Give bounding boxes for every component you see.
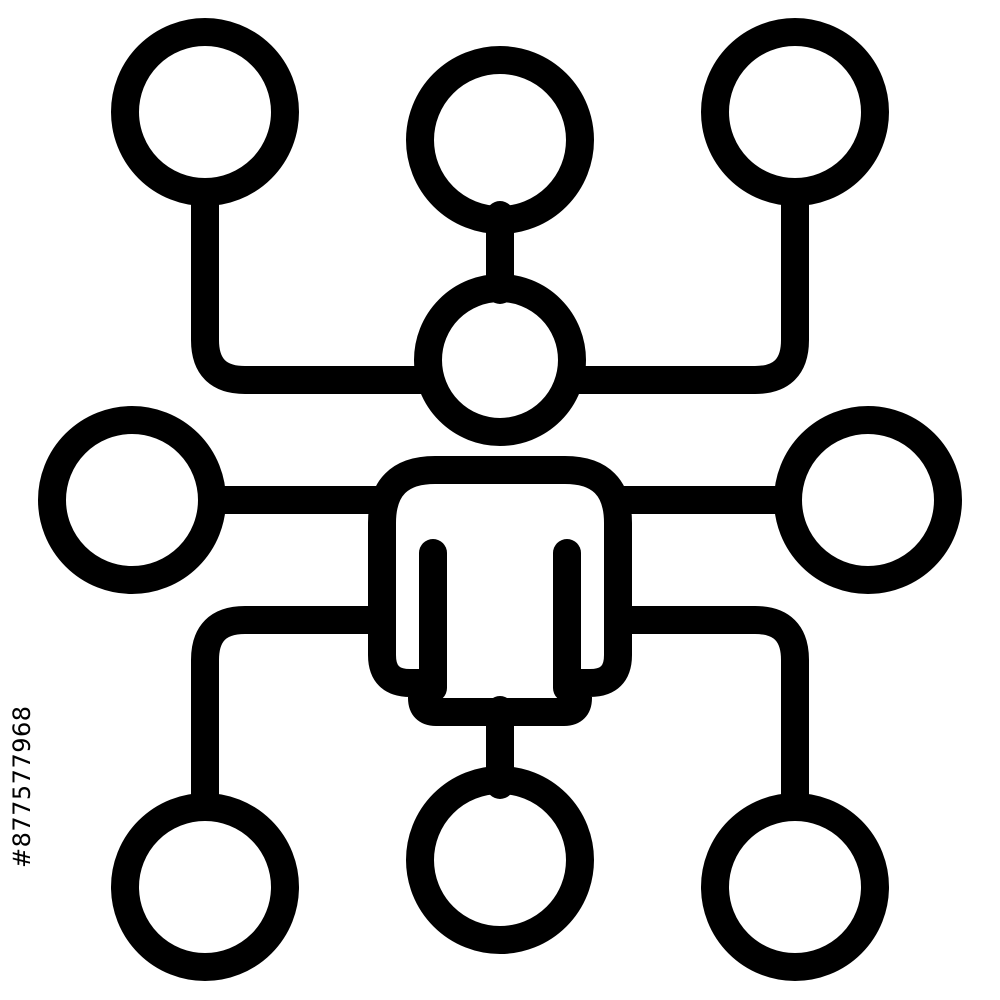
node-circle-top-center bbox=[406, 46, 594, 234]
node-circle-top-right bbox=[701, 18, 889, 206]
connector-top-right bbox=[561, 186, 809, 394]
user-body bbox=[368, 456, 632, 726]
connector-bottom-right bbox=[616, 606, 809, 814]
connector-top-left bbox=[191, 186, 439, 394]
user-head bbox=[414, 274, 586, 446]
node-circle-top-left bbox=[111, 18, 299, 206]
watermark-id-text: #877577968 bbox=[8, 705, 36, 868]
node-circle-bottom-right bbox=[701, 793, 889, 981]
node-circle-bottom-left bbox=[111, 793, 299, 981]
node-circle-mid-left bbox=[38, 406, 226, 594]
node-circle-bottom-center bbox=[406, 766, 594, 954]
node-circle-mid-right bbox=[774, 406, 962, 594]
connector-bottom-left bbox=[191, 606, 384, 814]
